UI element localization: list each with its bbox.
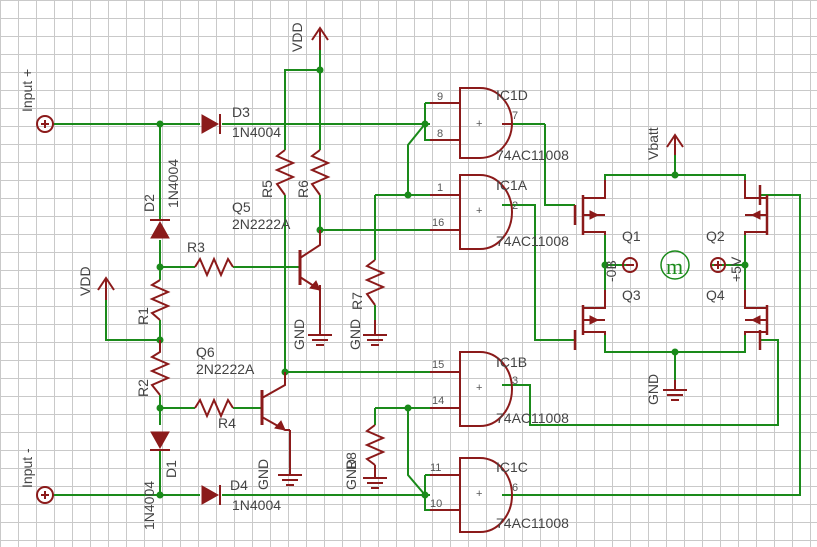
diode-d3 [201, 114, 221, 134]
label-input-plus: Input + [19, 69, 35, 112]
label-d3: D3 [232, 104, 250, 120]
pin-10: 10 [430, 498, 442, 510]
pin-9: 9 [437, 91, 443, 103]
label-r4: R4 [218, 415, 236, 431]
mosfet-q4 [744, 290, 769, 350]
pin-6: 6 [512, 482, 518, 494]
label-gnd-q6: GND [255, 459, 271, 490]
resistor-r5 [274, 149, 296, 196]
svg-text:+: + [476, 205, 482, 217]
label-d2: D2 [141, 194, 157, 212]
pin-2: 2 [512, 200, 518, 212]
label-motor: m [666, 254, 683, 279]
label-q3: Q3 [622, 287, 641, 303]
wires [53, 50, 801, 511]
label-r6: R6 [295, 180, 311, 198]
diode-d4 [201, 485, 221, 505]
label-d1: D1 [163, 460, 179, 478]
motor-terminal-minus [622, 257, 638, 273]
resistor-r6 [309, 149, 331, 196]
input-plus-terminal [36, 115, 54, 133]
diode-d2 [150, 219, 170, 239]
junction-dots [156, 66, 749, 499]
pin-8: 8 [437, 128, 443, 140]
label-gnd-r8: GND [343, 459, 359, 490]
label-r3: R3 [187, 239, 205, 255]
resistor-r2 [149, 340, 171, 396]
resistor-r1 [149, 279, 171, 321]
pin-14: 14 [432, 395, 444, 407]
pin-1: 1 [437, 182, 443, 194]
input-minus-terminal [36, 486, 54, 504]
label-r7: R7 [349, 292, 365, 310]
label-ic1c-part: 74AC11008 [496, 515, 569, 531]
label-r1: R1 [135, 307, 151, 325]
svg-text:+: + [476, 488, 482, 500]
resistor-r4 [194, 397, 234, 419]
label-r8: R8 [343, 452, 359, 470]
svg-text:+: + [476, 118, 482, 130]
pin-7: 7 [512, 110, 518, 122]
vdd-top-arrow [311, 26, 329, 50]
mosfet-q2 [744, 180, 769, 235]
transistor-q5 [298, 230, 321, 292]
diode-d1 [150, 431, 170, 451]
resistor-r7 [364, 259, 386, 306]
label-d4: D4 [230, 477, 248, 493]
label-motor-plus: +5V [728, 256, 744, 282]
label-ic1c: IC1C [496, 459, 528, 475]
label-gnd-q5: GND [291, 319, 307, 350]
label-d4-part: 1N4004 [232, 497, 281, 513]
gate-ic1d [430, 87, 513, 159]
gate-ic1c [430, 457, 513, 533]
label-q5: Q5 [232, 199, 251, 215]
label-q4: Q4 [706, 287, 725, 303]
vbatt-arrow [666, 133, 684, 155]
pin-15: 15 [432, 359, 444, 371]
label-d1-part: 1N4004 [141, 481, 157, 530]
label-q5-part: 2N2222A [232, 216, 291, 232]
vdd-left-arrow [97, 276, 115, 300]
label-gnd-bridge: GND [645, 374, 661, 405]
label-motor-minus: -0B [603, 260, 619, 282]
svg-text:+: + [476, 382, 482, 394]
label-r5: R5 [259, 180, 275, 198]
ground-symbols [278, 285, 687, 489]
transistor-q6 [260, 372, 290, 431]
label-d3-part: 1N4004 [232, 124, 281, 140]
label-ic1b-part: 74AC11008 [496, 410, 569, 426]
gate-ic1a [430, 174, 513, 250]
label-gnd-r7: GND [347, 319, 363, 350]
mosfet-q1 [573, 180, 606, 235]
pin-16: 16 [432, 217, 444, 229]
motor-symbol [660, 250, 690, 280]
gate-ic1b [430, 351, 513, 427]
label-vdd-left: VDD [77, 266, 93, 296]
mosfet-q3 [573, 290, 606, 350]
resistor-r3 [194, 256, 234, 278]
label-q6: Q6 [196, 344, 215, 360]
label-d2-part: 1N4004 [165, 159, 181, 208]
label-ic1a: IC1A [496, 177, 528, 193]
motor-terminal-plus [710, 257, 726, 273]
label-ic1d: IC1D [496, 87, 528, 103]
label-vdd-top: VDD [289, 22, 305, 52]
pin-3: 3 [512, 375, 518, 387]
label-vbatt: Vbatt [645, 127, 661, 160]
label-q2: Q2 [706, 228, 725, 244]
label-r2: R2 [135, 379, 151, 397]
label-q1: Q1 [622, 228, 641, 244]
resistor-r8 [364, 424, 386, 466]
pin-11: 11 [430, 462, 441, 474]
gate-plus-marks: + + + + [476, 118, 482, 500]
label-q6-part: 2N2222A [196, 361, 255, 377]
label-ic1d-part: 74AC11008 [496, 147, 569, 163]
label-ic1a-part: 74AC11008 [496, 233, 569, 249]
label-ic1b: IC1B [496, 354, 527, 370]
label-input-minus: Input - [19, 448, 35, 488]
